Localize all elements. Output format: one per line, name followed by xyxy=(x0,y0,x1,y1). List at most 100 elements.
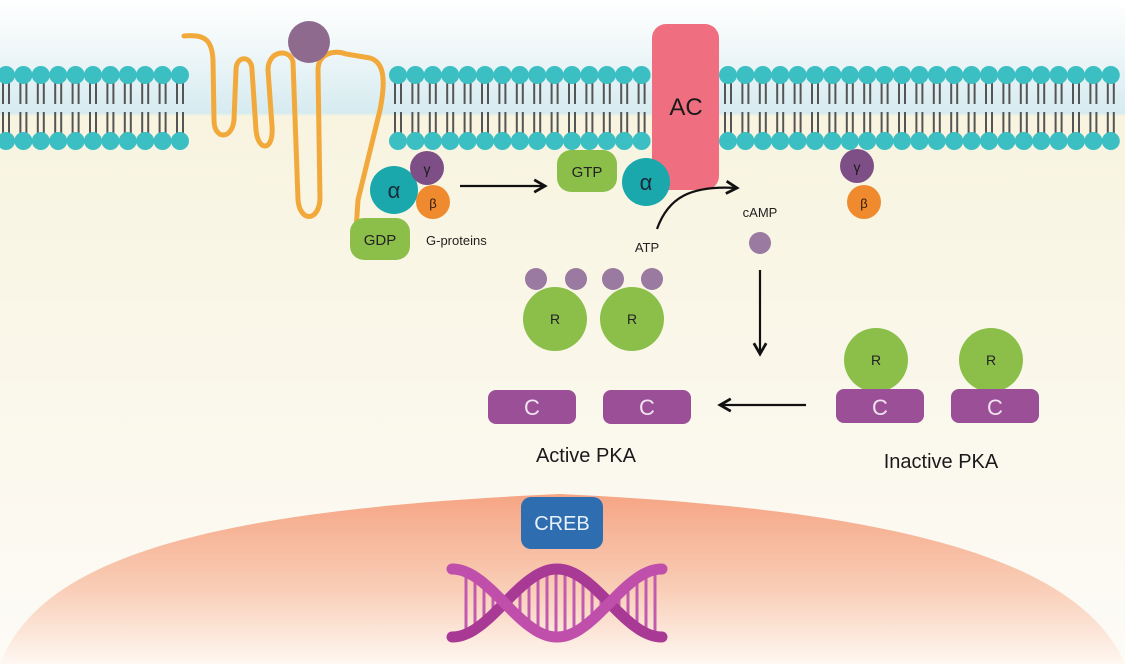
lipid-head xyxy=(389,132,407,150)
r-label: R xyxy=(627,311,637,327)
active-pka-catalytic: C C xyxy=(488,390,691,424)
c-label: C xyxy=(987,395,1003,420)
lipid-head xyxy=(580,132,599,150)
alpha-subunit xyxy=(370,166,418,214)
lipid-head xyxy=(66,66,85,84)
gamma-subunit-free xyxy=(840,149,874,183)
dna-strand xyxy=(446,563,668,643)
lipid-head xyxy=(528,132,547,150)
lipid-head xyxy=(788,132,807,150)
catalytic-subunit xyxy=(488,390,576,424)
gpcr-receptor xyxy=(181,33,386,233)
lipid-head xyxy=(615,66,634,84)
gdp-label: GDP xyxy=(364,232,397,249)
creb-label: CREB xyxy=(534,513,590,535)
creb-box xyxy=(521,497,603,549)
lipid-head xyxy=(563,132,581,150)
lipid-head xyxy=(510,132,529,150)
lipid-head xyxy=(632,132,651,150)
lipid-head xyxy=(997,66,1016,84)
lipid-head xyxy=(910,66,929,84)
lipid-head xyxy=(118,132,137,150)
alpha-active-label: α xyxy=(640,170,653,195)
gamma-free-label: γ xyxy=(854,159,861,175)
g-protein-complex: GDP α γ β xyxy=(350,151,450,260)
lipid-head xyxy=(719,66,737,84)
lipid-head xyxy=(597,132,616,150)
lipid-head xyxy=(858,132,877,150)
lipid-head xyxy=(1032,132,1051,150)
lipid-head xyxy=(823,132,842,150)
lipid-head xyxy=(153,132,172,150)
beta-label: β xyxy=(429,196,436,211)
lipid-head xyxy=(736,132,755,150)
lipid-head xyxy=(927,66,946,84)
r-label: R xyxy=(871,352,881,368)
gtp-label: GTP xyxy=(572,164,603,181)
lipid-head xyxy=(136,132,155,150)
lipid-head xyxy=(563,66,581,84)
lipid-head xyxy=(14,132,33,150)
lipid-head xyxy=(101,132,120,150)
gdp-box xyxy=(350,218,410,260)
lipid-head xyxy=(806,66,824,84)
g-proteins-label: G-proteins xyxy=(426,233,487,248)
lipid-head xyxy=(1101,66,1120,84)
catalytic-subunit xyxy=(951,389,1039,423)
alpha-label: α xyxy=(388,178,401,203)
atp-to-camp-arrow xyxy=(655,180,740,230)
lipid-head xyxy=(806,132,824,150)
gamma-subunit xyxy=(410,151,444,185)
lipid-head xyxy=(545,66,564,84)
alpha-subunit-active xyxy=(622,158,670,206)
ac-label: AC xyxy=(669,94,702,121)
lipid-head xyxy=(441,132,460,150)
lipid-head xyxy=(597,66,616,84)
lipid-head xyxy=(423,66,442,84)
lipid-head xyxy=(753,132,772,150)
camp-molecule xyxy=(749,232,771,254)
beta-free-label: β xyxy=(860,196,867,211)
lipid-head xyxy=(1032,66,1051,84)
lipid-head xyxy=(927,132,946,150)
lipid-head xyxy=(528,66,547,84)
lipid-head xyxy=(980,66,998,84)
camp-label: cAMP xyxy=(743,205,778,220)
adenylyl-cyclase xyxy=(652,24,719,190)
gamma-label: γ xyxy=(424,161,431,177)
lipid-head xyxy=(171,66,189,84)
lipid-head xyxy=(1049,66,1068,84)
cell-membrane xyxy=(0,66,1120,150)
lipid-head xyxy=(458,66,477,84)
lipid-head xyxy=(736,66,755,84)
r-label: R xyxy=(550,311,560,327)
inactive-pka-label: Inactive PKA xyxy=(884,451,999,473)
lipid-head xyxy=(49,132,68,150)
lipid-head xyxy=(1067,132,1085,150)
inactive-pka: R R C C xyxy=(836,328,1039,423)
lipid-head xyxy=(580,66,599,84)
regulatory-subunit xyxy=(600,287,664,351)
lipid-head xyxy=(980,132,998,150)
lipid-head xyxy=(476,132,494,150)
lipid-head xyxy=(997,132,1016,150)
dna-double-helix xyxy=(446,563,668,643)
lipid-head xyxy=(84,66,102,84)
lipid-head xyxy=(1067,66,1085,84)
lipid-head xyxy=(962,66,981,84)
lipid-head xyxy=(962,132,981,150)
lipid-head xyxy=(31,66,50,84)
lipid-head xyxy=(893,132,911,150)
lipid-head xyxy=(875,132,894,150)
dna-strand xyxy=(446,563,668,643)
lipid-head xyxy=(0,66,15,84)
lipid-head xyxy=(875,66,894,84)
catalytic-subunit xyxy=(603,390,691,424)
lipid-head xyxy=(458,132,477,150)
lipid-head xyxy=(118,66,137,84)
lipid-head xyxy=(719,132,737,150)
lipid-head xyxy=(840,66,859,84)
lipid-head xyxy=(823,66,842,84)
